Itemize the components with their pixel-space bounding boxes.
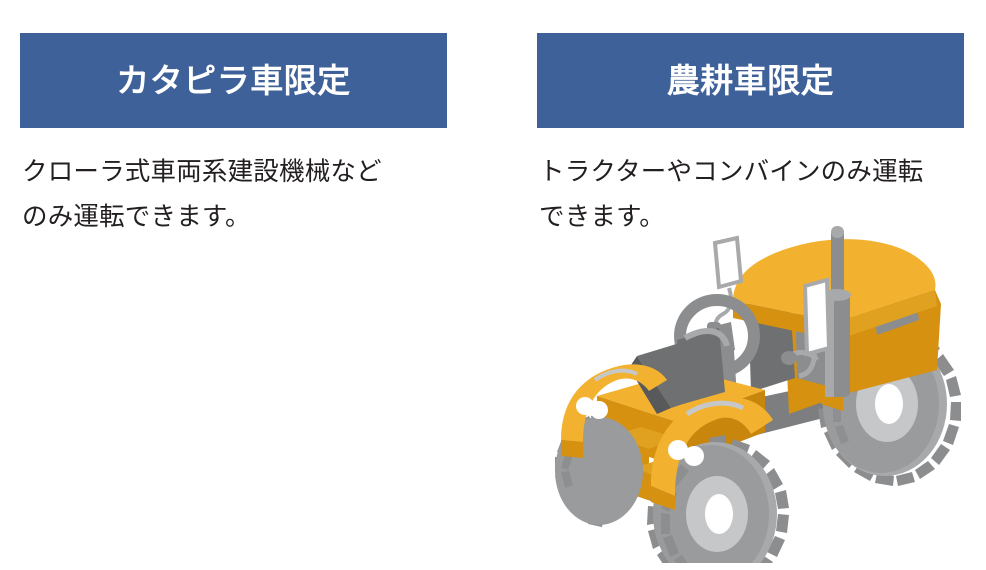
front-right-fender-edge (651, 486, 675, 510)
cab-door-knob (781, 351, 797, 365)
card-header-agricultural: 農耕車限定 (537, 33, 964, 128)
front-right-hub-center (705, 494, 733, 534)
headlight-left-inner (590, 401, 608, 419)
front-left-fender (561, 364, 667, 442)
rear-hub-center (875, 384, 903, 424)
license-card-crawler: カタピラ車限定 クローラ式車両系建設機械など のみ運転できます。 (20, 0, 447, 570)
card-body-crawler: クローラ式車両系建設機械など のみ運転できます。 (22, 150, 447, 240)
card-body-line: できます。 (539, 202, 665, 232)
card-title-crawler: カタピラ車限定 (116, 61, 351, 100)
card-body-agricultural: トラクターやコンバインのみ運転 できます。 (539, 150, 964, 240)
headlight-left-outer (576, 397, 594, 415)
card-title-agricultural: 農耕車限定 (666, 61, 835, 100)
exhaust-collar (823, 289, 851, 301)
card-body-line: トラクターやコンバインのみ運転 (539, 157, 924, 187)
mirror-right-glass (802, 277, 832, 357)
exhaust-pipe-upper-cap (831, 226, 844, 238)
card-body-line: クローラ式車両系建設機械など (22, 157, 382, 187)
front-left-fender-rail (593, 368, 638, 382)
mirror-left-glass (712, 235, 744, 290)
headlight-right-inner (684, 446, 704, 466)
front-right-fender (651, 397, 773, 496)
seat-handrail (683, 328, 730, 348)
card-header-crawler: カタピラ車限定 (20, 33, 447, 128)
front-left-fender-edge (561, 440, 583, 458)
seat-cushion (637, 342, 725, 408)
license-card-agricultural: 農耕車限定 トラクターやコンバインのみ運転 できます。 (537, 0, 964, 570)
headlight-right-outer (668, 440, 688, 460)
tractor-illustration (537, 218, 964, 563)
cab-roof-right-edge (837, 290, 937, 340)
exhaust-pipe (831, 228, 844, 294)
front-right-fender-rail (685, 400, 745, 417)
card-body-line: のみ運転できます。 (22, 202, 251, 232)
